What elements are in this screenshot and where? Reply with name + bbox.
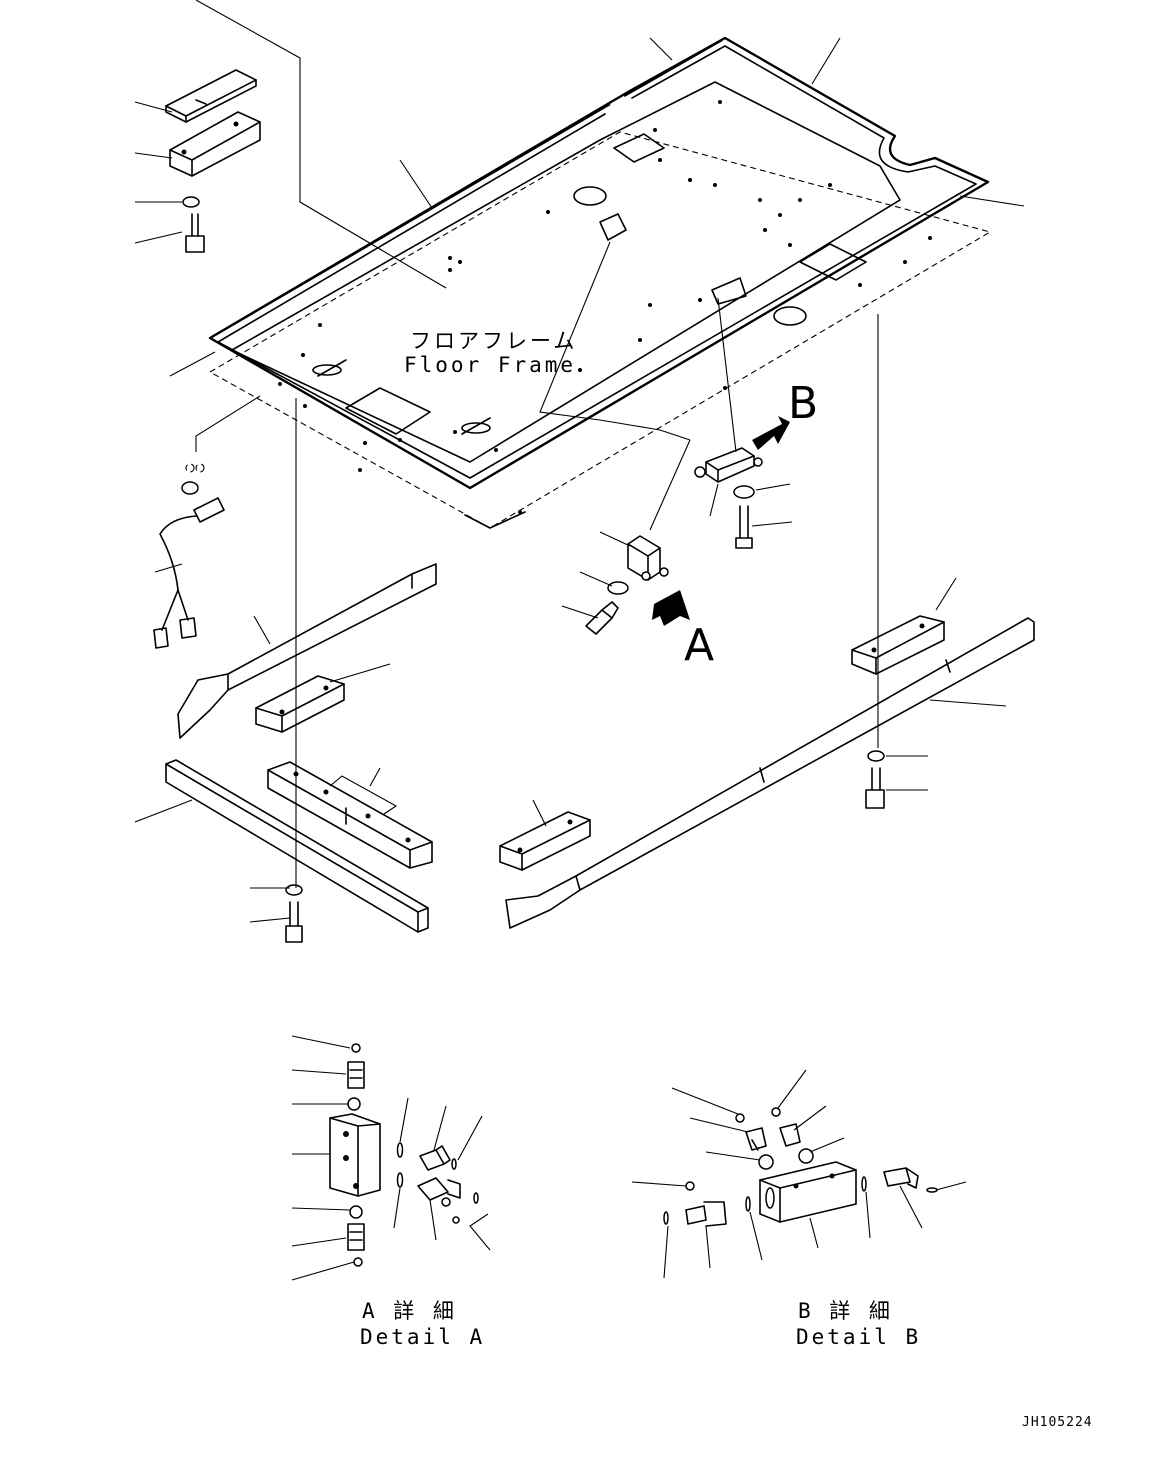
view-marker-b: B <box>788 378 818 429</box>
bolt-right <box>865 767 885 809</box>
detail-b <box>631 1069 967 1279</box>
block-right-upper <box>851 615 945 675</box>
block-right-lower <box>499 811 591 871</box>
view-arrow-b <box>752 416 790 450</box>
leader-lines <box>134 0 1025 923</box>
detail-b-label-en: Detail B <box>796 1325 921 1349</box>
bolt-left <box>285 901 303 943</box>
detail-a-label-jp: A 詳 細 <box>362 1299 457 1323</box>
valve-block-b <box>694 447 763 483</box>
detail-a <box>291 1035 491 1281</box>
block-left-lower <box>267 761 433 869</box>
washer-left <box>285 884 303 896</box>
valve-block-a <box>627 535 669 581</box>
washer-top-left <box>182 196 200 208</box>
floor-frame-plate <box>208 36 992 529</box>
pad-top-left <box>165 69 257 123</box>
washer-right <box>867 750 885 762</box>
fitting-a <box>585 601 619 635</box>
detail-a-label-en: Detail A <box>360 1325 485 1349</box>
rail-right <box>505 617 1035 929</box>
bolt-b <box>735 505 753 549</box>
view-marker-a: A <box>684 620 714 671</box>
floor-frame-label-en: Floor Frame <box>404 353 576 377</box>
drawing-number: JH105224 <box>1022 1415 1093 1430</box>
wiring-harness <box>153 463 225 649</box>
view-arrow-a <box>652 590 690 626</box>
washer-a <box>607 581 629 595</box>
bolt-top-left <box>185 213 205 253</box>
floor-frame-label-jp: フロアフレーム <box>410 329 577 353</box>
block-left-middle <box>255 675 345 733</box>
block-top-left <box>169 111 261 177</box>
washer-b <box>733 485 755 499</box>
cross-member-left <box>165 759 429 933</box>
seal-strip-top <box>623 38 723 98</box>
detail-b-label-jp: B 詳 細 <box>798 1299 893 1323</box>
rail-left <box>177 563 437 739</box>
